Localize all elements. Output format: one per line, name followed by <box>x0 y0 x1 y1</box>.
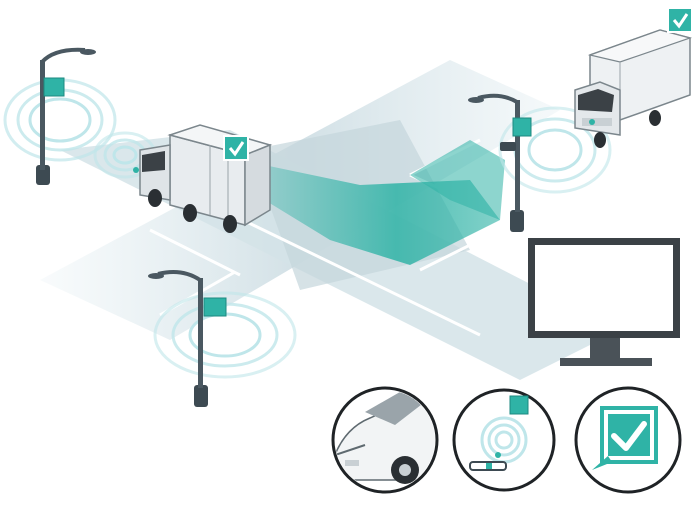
street-lamp-bottom <box>148 270 227 407</box>
car-circle-icon <box>331 386 439 494</box>
street-lamp-right <box>468 93 532 232</box>
check-icon <box>223 135 249 161</box>
display-monitor <box>528 238 680 366</box>
check-circle-icon <box>574 386 682 494</box>
detection-corridor <box>240 140 505 265</box>
sensor-waves-top-left <box>3 78 157 179</box>
box-truck-top-right <box>574 29 693 148</box>
street-lamp-top-left <box>36 47 96 185</box>
sensor-circle-icon <box>452 388 556 492</box>
check-icon <box>667 7 693 33</box>
